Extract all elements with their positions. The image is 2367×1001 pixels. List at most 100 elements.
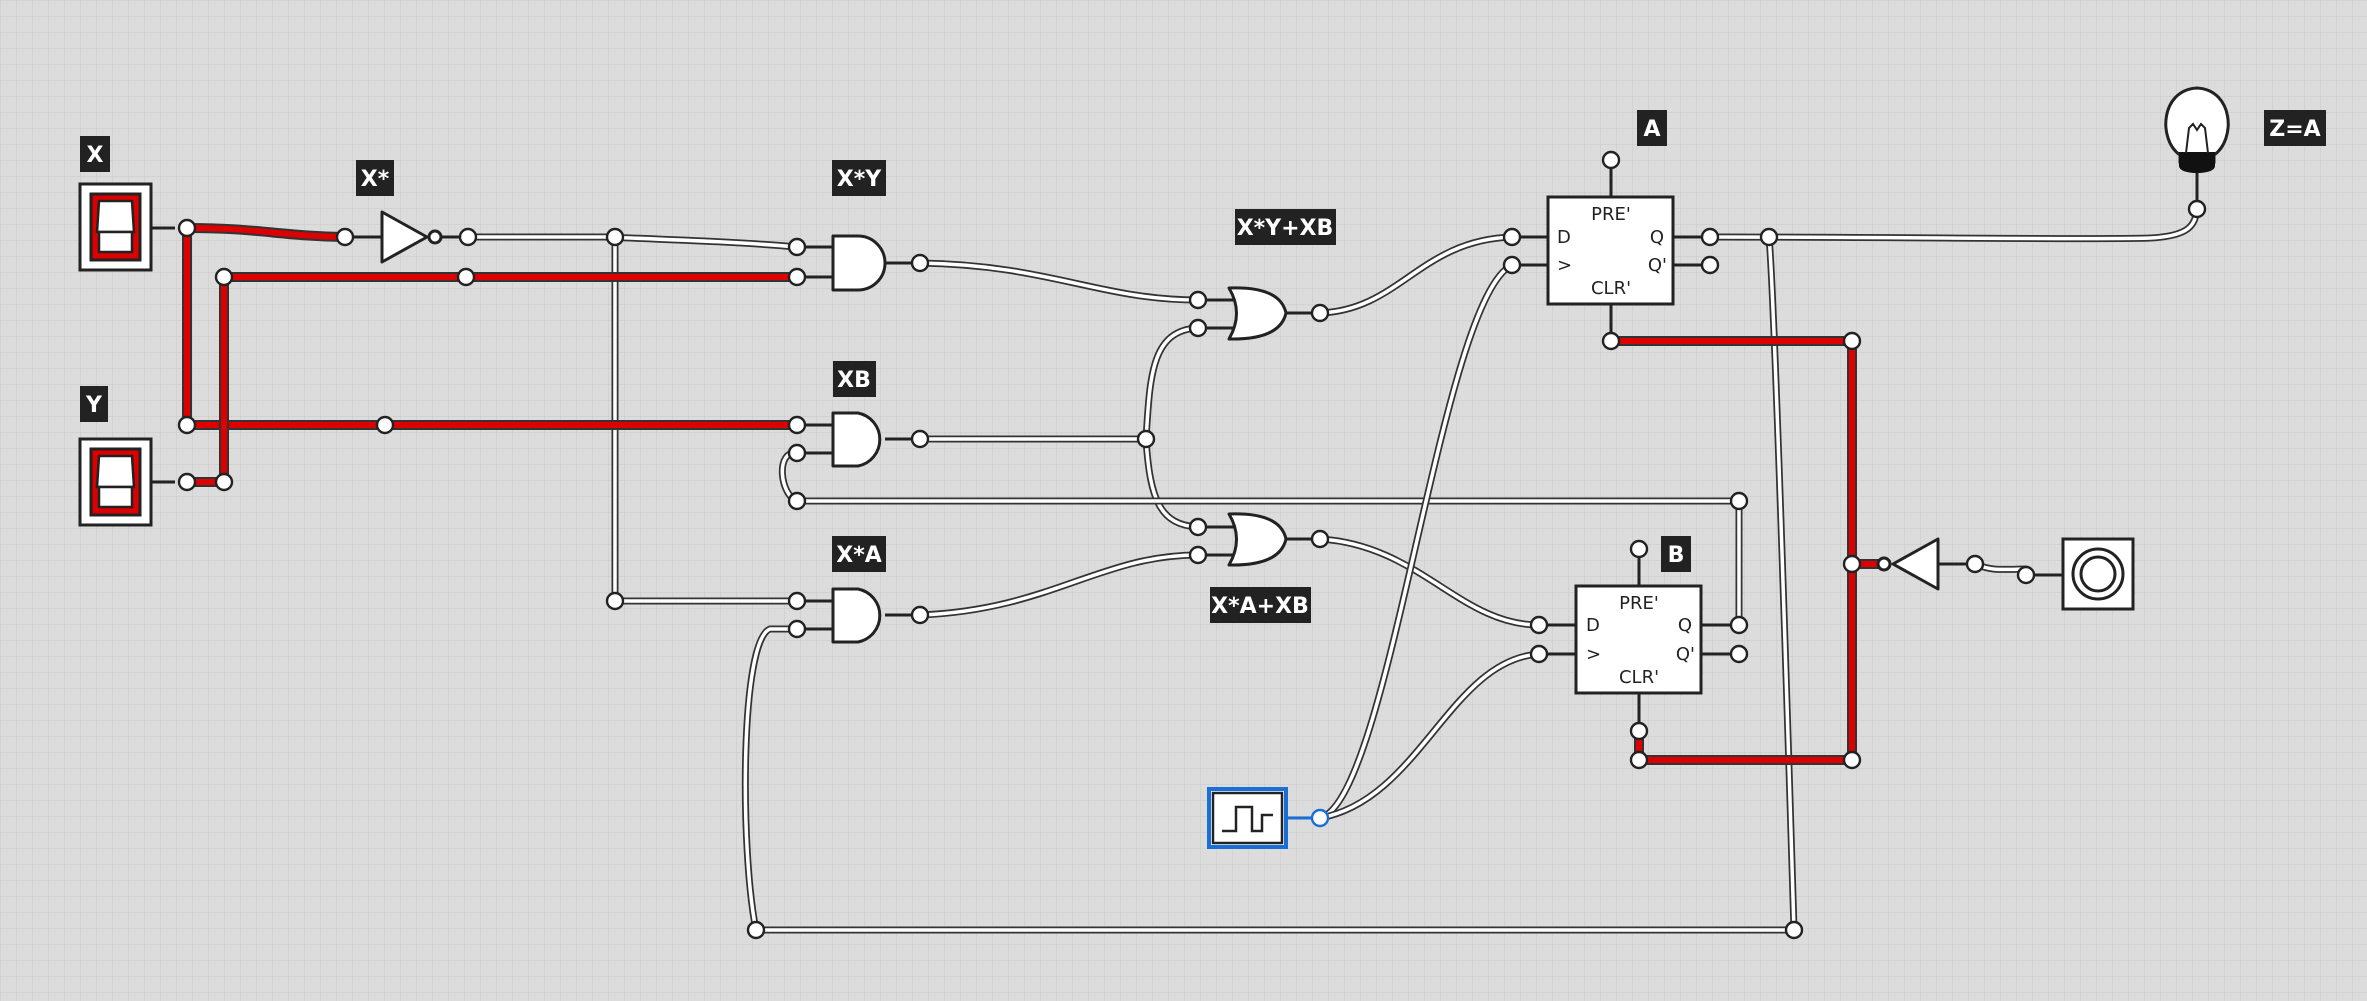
label-not-x[interactable]: X* (356, 160, 394, 196)
wire-clock-to-ffa[interactable] (1318, 263, 1514, 820)
pin[interactable] (787, 491, 807, 511)
wire-ffa-q-down[interactable] (1767, 235, 1796, 932)
pin[interactable] (335, 227, 355, 247)
pin[interactable] (1310, 529, 1330, 549)
pin[interactable] (1310, 808, 1330, 828)
ffa-d-label: D (1557, 227, 1571, 248)
label-and-xa-text: X*A (836, 543, 882, 568)
label-output[interactable]: Z=A (2264, 110, 2326, 146)
pin[interactable] (177, 218, 197, 238)
pin[interactable] (1629, 539, 1649, 559)
pin[interactable] (214, 267, 234, 287)
pin[interactable] (1310, 303, 1330, 323)
push-button-reset[interactable] (2026, 537, 2135, 611)
label-or-b[interactable]: X*A+XB (1210, 587, 1311, 623)
and-gate-xy[interactable] (797, 234, 920, 292)
wire-x-to-not[interactable] (184, 225, 348, 240)
bulb-filament-icon (2185, 122, 2209, 154)
label-and-xy[interactable]: X*Y (832, 160, 886, 196)
pin[interactable] (1842, 331, 1862, 351)
ffa-clear-label: CLR' (1591, 278, 1631, 299)
pin[interactable] (1842, 750, 1862, 770)
pin[interactable] (1529, 615, 1549, 635)
pin[interactable] (787, 443, 807, 463)
pin[interactable] (1188, 545, 1208, 565)
label-y[interactable]: Y (80, 386, 108, 422)
pin[interactable] (1188, 517, 1208, 537)
pin[interactable] (1529, 644, 1549, 664)
label-output-text: Z=A (2269, 117, 2320, 142)
pin[interactable] (787, 591, 807, 611)
pin[interactable] (910, 253, 930, 273)
square-wave-icon (1222, 805, 1273, 833)
wire-andxy-to-ora[interactable] (918, 261, 1200, 302)
light-bulb-z[interactable] (2164, 86, 2230, 209)
label-y-text: Y (85, 393, 103, 418)
pin[interactable] (1729, 615, 1749, 635)
pin[interactable] (787, 619, 807, 639)
wire-andxa-to-orb[interactable] (918, 553, 1200, 617)
and-gate-xb[interactable] (797, 411, 920, 468)
pin[interactable] (1629, 721, 1649, 741)
pin[interactable] (1700, 255, 1720, 275)
label-x[interactable]: X (80, 136, 110, 172)
label-or-a-text: X*Y+XB (1237, 216, 1334, 241)
label-or-a[interactable]: X*Y+XB (1235, 209, 1336, 245)
pin[interactable] (605, 227, 625, 247)
label-and-xa[interactable]: X*A (832, 536, 886, 572)
ffb-d-label: D (1586, 615, 1600, 636)
pin[interactable] (787, 267, 807, 287)
wire-y-up[interactable] (184, 274, 800, 485)
wire-clock-to-ffb[interactable] (1318, 652, 1541, 820)
pin[interactable] (910, 429, 930, 449)
ffb-q-label: Q (1678, 615, 1692, 636)
pin[interactable] (456, 267, 476, 287)
label-and-xb[interactable]: XB (833, 361, 876, 397)
pin[interactable] (910, 605, 930, 625)
switch-x[interactable] (78, 182, 175, 272)
pin[interactable] (1136, 429, 1156, 449)
wire-junction-to-ora[interactable] (1144, 326, 1200, 441)
wire-junction-to-orb[interactable] (1144, 437, 1200, 529)
ffb-qnot-label: Q' (1676, 644, 1695, 665)
pin[interactable] (1700, 227, 1720, 247)
wire-orb-out-to-ffb-d[interactable] (1318, 537, 1541, 627)
label-not-x-text: X* (361, 167, 390, 192)
clock-source[interactable] (1207, 787, 1320, 849)
pin[interactable] (787, 237, 807, 257)
label-ff-b[interactable]: B (1661, 536, 1691, 572)
pin[interactable] (1842, 554, 1862, 574)
pin[interactable] (177, 472, 197, 492)
switch-y[interactable] (78, 437, 175, 527)
pin[interactable] (1502, 227, 1522, 247)
pin[interactable] (177, 415, 197, 435)
pin[interactable] (746, 920, 766, 940)
pin[interactable] (1188, 290, 1208, 310)
pin[interactable] (1502, 255, 1522, 275)
not-gate-x[interactable] (345, 210, 468, 264)
pin[interactable] (1601, 331, 1621, 351)
pin[interactable] (1601, 150, 1621, 170)
d-flipflop-b[interactable]: PRE' CLR' D > Q Q' (1539, 549, 1739, 731)
pin[interactable] (1784, 920, 1804, 940)
wire-ora-to-ffa-d[interactable] (1318, 235, 1514, 315)
pin[interactable] (1729, 644, 1749, 664)
pin[interactable] (375, 415, 395, 435)
pin[interactable] (458, 227, 478, 247)
not-gate-reset[interactable] (1876, 537, 1975, 591)
label-ff-a[interactable]: A (1637, 110, 1667, 146)
pin[interactable] (1729, 491, 1749, 511)
wire-bottom-loop[interactable] (743, 627, 1796, 932)
pin[interactable] (214, 472, 234, 492)
pin[interactable] (1629, 750, 1649, 770)
pin[interactable] (1759, 227, 1779, 247)
pin[interactable] (2187, 199, 2207, 219)
d-flipflop-a[interactable]: PRE' CLR' D > Q Q' (1512, 160, 1710, 341)
pin[interactable] (2016, 565, 2036, 585)
wire-ffa-q-to-bulb[interactable] (1708, 207, 2199, 241)
pin[interactable] (1188, 318, 1208, 338)
pin[interactable] (787, 415, 807, 435)
pin[interactable] (1965, 554, 1985, 574)
pin[interactable] (605, 591, 625, 611)
